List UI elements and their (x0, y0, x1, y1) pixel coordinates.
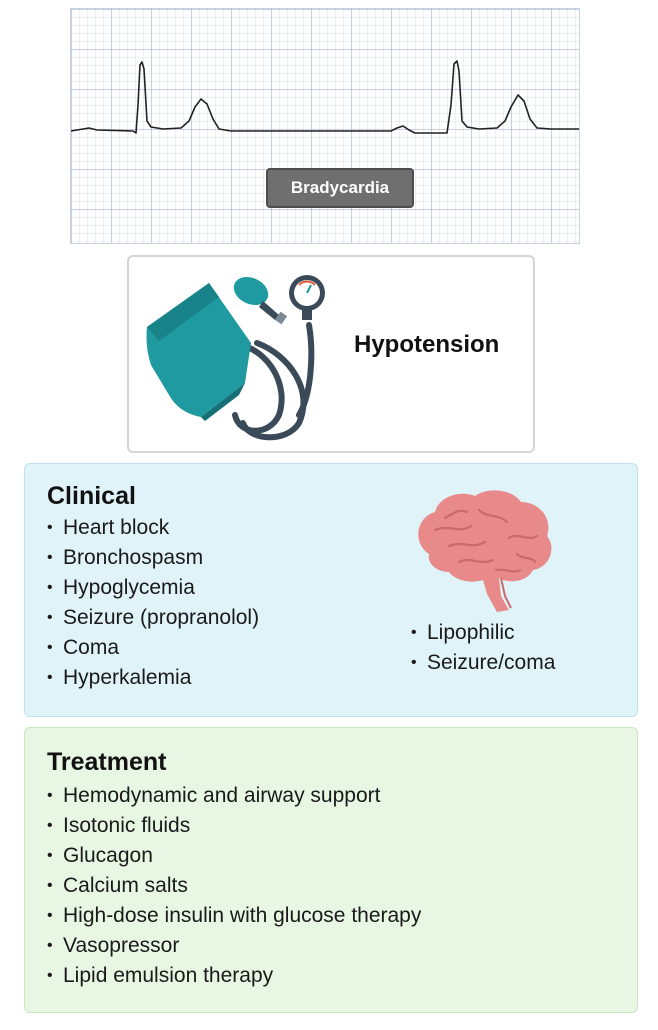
clinical-title: Clinical (47, 482, 136, 510)
hypotension-title: Hypotension (354, 331, 500, 358)
list-item: Isotonic fluids (47, 811, 421, 841)
treatment-list: Hemodynamic and airway support Isotonic … (47, 781, 421, 991)
list-item: Calcium salts (47, 871, 421, 901)
list-item: Seizure (propranolol) (47, 603, 259, 633)
list-item: Seizure/coma (411, 648, 555, 678)
list-item: Lipophilic (411, 618, 555, 648)
list-item: Coma (47, 633, 259, 663)
list-item: Hypoglycemia (47, 573, 259, 603)
clinical-panel: Clinical Heart block Bronchospasm Hypogl… (24, 463, 638, 717)
clinical-list: Heart block Bronchospasm Hypoglycemia Se… (47, 513, 259, 693)
list-item: High-dose insulin with glucose therapy (47, 901, 421, 931)
hypotension-panel: Hypotension (127, 255, 535, 453)
list-item: Heart block (47, 513, 259, 543)
list-item: Lipid emulsion therapy (47, 961, 421, 991)
blood-pressure-cuff-icon (146, 275, 325, 441)
brain-list: Lipophilic Seizure/coma (411, 618, 555, 678)
bradycardia-label: Bradycardia (266, 168, 414, 208)
list-item: Hyperkalemia (47, 663, 259, 693)
treatment-title: Treatment (47, 748, 167, 776)
list-item: Glucagon (47, 841, 421, 871)
list-item: Hemodynamic and airway support (47, 781, 421, 811)
ecg-trace-icon (71, 60, 579, 134)
list-item: Bronchospasm (47, 543, 259, 573)
brain-icon (418, 490, 552, 612)
ecg-strip: Bradycardia (70, 8, 580, 244)
list-item: Vasopressor (47, 931, 421, 961)
treatment-panel: Treatment Hemodynamic and airway support… (24, 727, 638, 1013)
